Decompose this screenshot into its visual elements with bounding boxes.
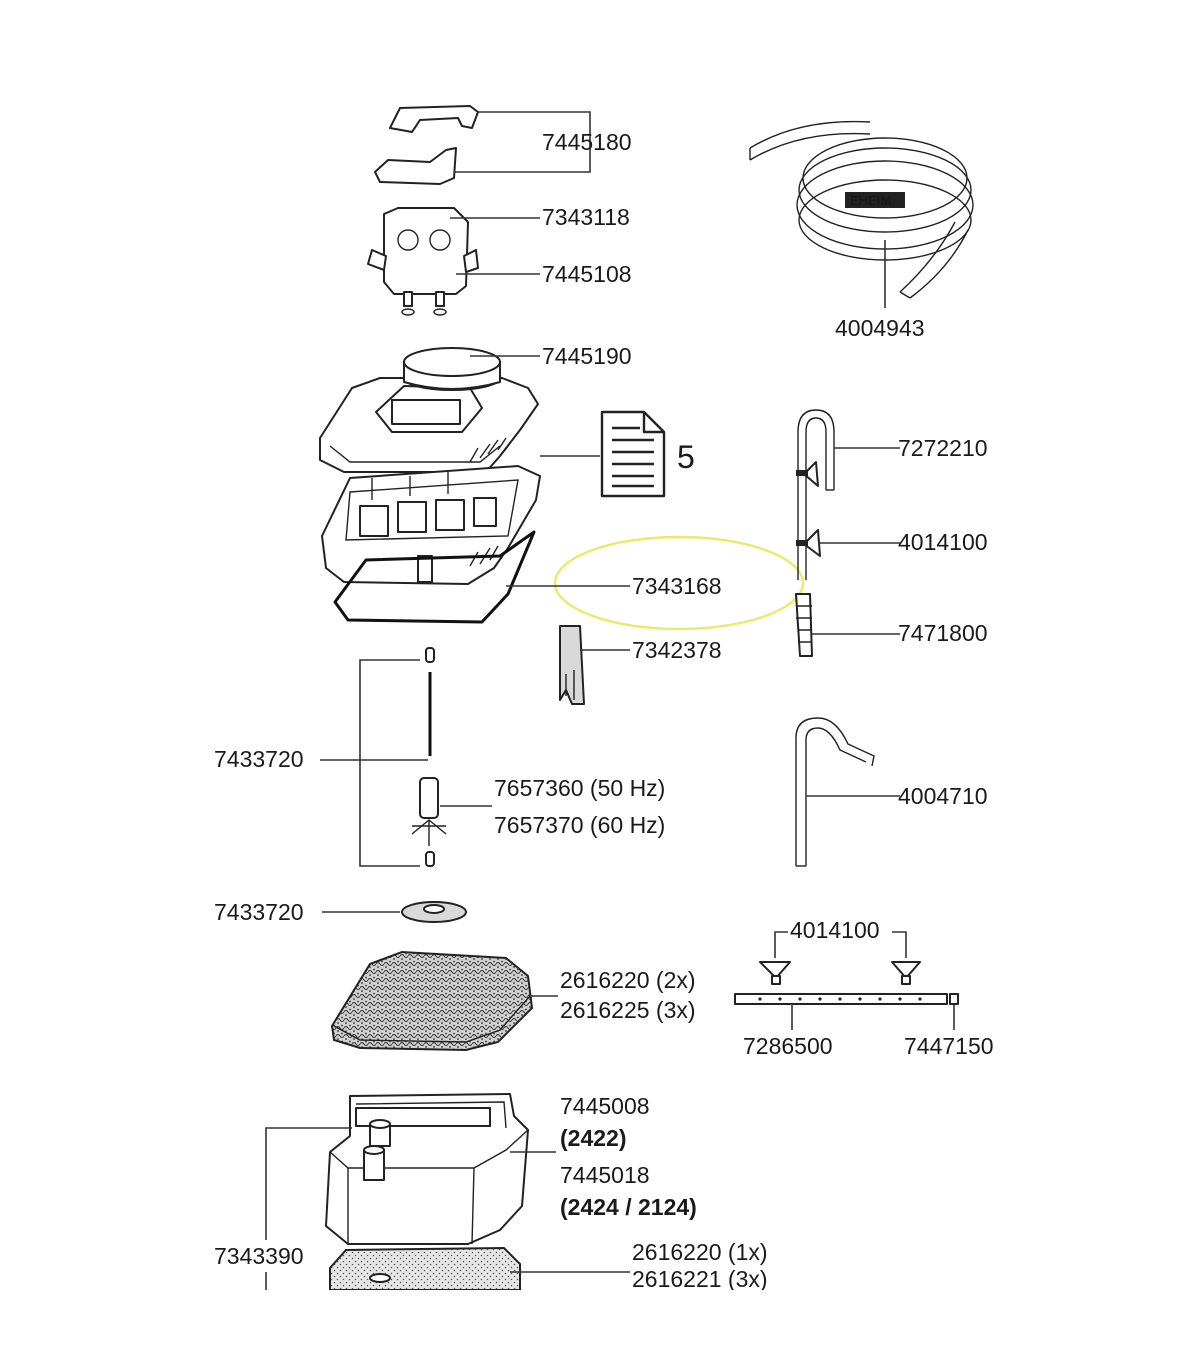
bearing-plate (401, 901, 467, 923)
label-7342378: 7342378 (632, 637, 722, 663)
label-2616220-1x: 2616220 (1x) (632, 1239, 768, 1265)
motor-lid (319, 347, 539, 473)
pump-head (367, 207, 479, 316)
label-7447150: 7447150 (904, 1033, 994, 1059)
label-7445008: 7445008 (560, 1093, 650, 1119)
gasket (333, 530, 536, 624)
leader-4014100-b-right (892, 931, 907, 958)
label-2422: (2422) (560, 1125, 626, 1151)
filter-pad-upper (330, 950, 534, 1052)
label-7445018: 7445018 (560, 1162, 650, 1188)
hose-brand-text: EHEIM (850, 193, 891, 208)
label-7445190: 7445190 (542, 343, 632, 369)
motor-housing (321, 465, 541, 585)
hose-coil: EHEIM (749, 120, 974, 299)
label-7343168: 7343168 (632, 573, 722, 599)
highlight-ellipse (553, 535, 805, 631)
label-2424-2124: (2424 / 2124) (560, 1194, 697, 1220)
filter-pad-lower (329, 1246, 521, 1291)
label-7343118: 7343118 (542, 204, 630, 230)
clip-top (374, 105, 479, 185)
label-7657360: 7657360 (50 Hz) (494, 775, 665, 801)
document-number: 5 (677, 439, 695, 475)
label-4014100-a: 4014100 (898, 529, 988, 555)
inlet-pipe (795, 409, 835, 657)
label-7272210: 7272210 (898, 435, 988, 461)
leader-4014100-b-left (774, 931, 788, 958)
label-7433720-b: 7433720 (214, 899, 304, 925)
label-4004943: 4004943 (835, 315, 925, 341)
label-7657370: 7657370 (60 Hz) (494, 812, 665, 838)
leader-7445180 (454, 111, 591, 173)
label-2616225-3x: 2616225 (3x) (560, 997, 696, 1023)
filter-basket (325, 1093, 529, 1245)
label-7343390: 7343390 (214, 1243, 304, 1269)
tool-part (559, 625, 585, 705)
label-7445108: 7445108 (542, 261, 632, 287)
label-7286500: 7286500 (743, 1033, 833, 1059)
label-2616221-3x: 2616221 (3x) (632, 1266, 768, 1292)
label-4004710: 4004710 (898, 783, 988, 809)
spray-bar (734, 961, 959, 1005)
label-7471800: 7471800 (898, 620, 988, 646)
bracket-7433720 (359, 659, 420, 867)
outlet-pipe (795, 717, 875, 867)
document-icon (600, 410, 666, 498)
label-7433720-a: 7433720 (214, 746, 304, 772)
impeller-assembly (411, 647, 447, 867)
label-2616220-2x: 2616220 (2x) (560, 967, 696, 993)
label-4014100-b: 4014100 (790, 917, 880, 943)
label-7445180: 7445180 (542, 129, 632, 155)
leader-7343390 (265, 1127, 352, 1240)
